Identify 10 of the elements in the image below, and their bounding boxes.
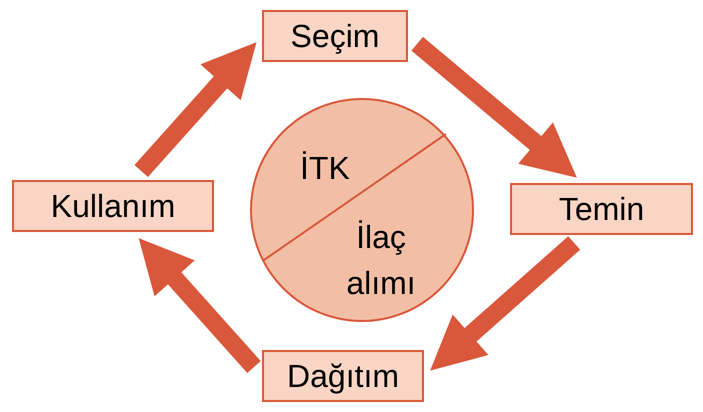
circle-upper-label: İTK <box>300 152 350 184</box>
arrow <box>134 42 257 178</box>
arrow <box>430 236 580 371</box>
step-box: Dağıtım <box>262 350 424 402</box>
step-box: Kullanım <box>12 180 214 232</box>
arrow <box>138 238 261 374</box>
step-box: Seçim <box>262 10 408 62</box>
step-box: Temin <box>510 183 693 235</box>
arrow <box>411 36 577 178</box>
circle-lower-label: İlaç alımı <box>345 218 417 303</box>
